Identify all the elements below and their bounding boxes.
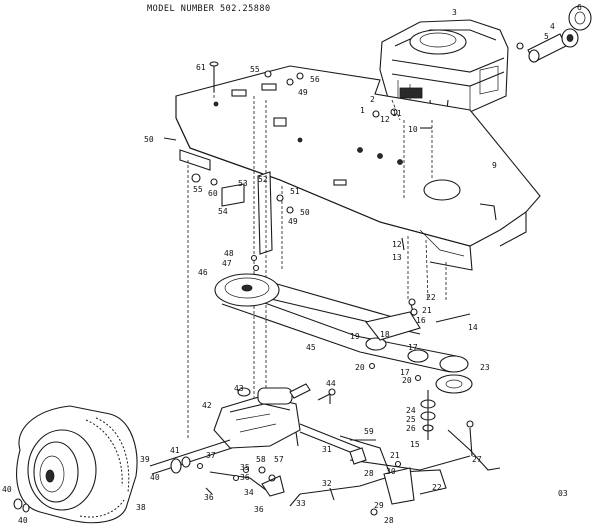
hardware	[196, 61, 471, 482]
assembly-lines	[187, 70, 447, 440]
callout-14: 15	[410, 440, 420, 449]
callout-52: 52	[258, 175, 268, 184]
callout-55-top: 55	[250, 65, 260, 74]
callout-43: 43	[234, 384, 244, 393]
callout-38: 39	[140, 455, 150, 464]
linkage-rods	[289, 420, 501, 516]
callout-46: 46	[198, 268, 208, 277]
callout-labels: 3 4 5 6 1 2 12 11 10 9 61 55 56 49 50 55…	[2, 3, 582, 525]
rear-wheel	[13, 405, 138, 524]
callout-50: 50	[300, 208, 310, 217]
callout-9: 10	[408, 125, 418, 134]
callout-58: 58	[256, 455, 266, 464]
callout-11-lower: 12	[392, 240, 402, 249]
callout-26: 27	[472, 455, 482, 464]
callout-47-upper: 47	[222, 259, 232, 268]
lower-linkage	[205, 431, 299, 497]
callout-35-low: 36	[254, 505, 264, 514]
callout-53: 53	[238, 179, 248, 188]
left-bracket	[163, 137, 273, 255]
callout-27: 28	[384, 516, 394, 525]
callout-18: 19	[350, 332, 360, 341]
callout-33: 34	[244, 488, 254, 497]
callout-60: 60	[208, 189, 218, 198]
callout-29: 30	[386, 467, 396, 476]
callout-42: 42	[202, 401, 212, 410]
callout-6: 6	[577, 3, 582, 12]
spindle-stack	[420, 390, 436, 440]
callout-44: 44	[326, 379, 336, 388]
callout-49-top: 49	[298, 88, 308, 97]
callout-35-mid: 36	[240, 473, 250, 482]
callout-5: 5	[544, 32, 549, 41]
model-number-header: MODEL NUMBER 502.25880	[147, 4, 271, 14]
callout-32: 33	[296, 499, 306, 508]
callout-19: 20	[355, 363, 365, 372]
callout-20-lower: 21	[390, 451, 400, 460]
callout-4: 4	[550, 22, 555, 31]
callout-19-lower: 20	[402, 376, 412, 385]
callout-48: 48	[224, 249, 234, 258]
callout-30: 31	[322, 445, 332, 454]
callout-21: 22	[426, 293, 436, 302]
callout-24: 25	[406, 415, 416, 424]
callout-17: 18	[380, 330, 390, 339]
callout-41: 41	[170, 446, 180, 455]
page-number: 03	[558, 489, 568, 498]
callout-59: 59	[364, 427, 374, 436]
callout-12: 13	[392, 253, 402, 262]
callout-39: 40	[18, 516, 28, 525]
engine-assembly	[379, 19, 524, 121]
callout-45: 45	[306, 343, 316, 352]
callout-51: 51	[290, 187, 300, 196]
callout-25: 26	[406, 424, 416, 433]
callout-3: 3	[452, 8, 457, 17]
callout-57: 57	[274, 455, 284, 464]
transaxle	[149, 383, 361, 475]
callout-16-lower: 17	[400, 368, 410, 377]
callout-35: 36	[204, 493, 214, 502]
callout-55: 55	[193, 185, 203, 194]
drive-belt	[214, 273, 473, 394]
callout-1: 1	[360, 106, 365, 115]
callout-20: 21	[422, 306, 432, 315]
callout-36: 37	[206, 451, 216, 460]
callout-22: 23	[480, 363, 490, 372]
callout-31: 32	[322, 479, 332, 488]
callout-21-lower: 22	[432, 483, 442, 492]
callout-40-wheel: 40	[2, 485, 12, 494]
callout-11: 12	[380, 115, 390, 124]
callout-28: 29	[374, 501, 384, 510]
callout-2: 2	[370, 95, 375, 104]
callout-13: 14	[468, 323, 478, 332]
callout-56: 56	[310, 75, 320, 84]
frame-plate	[175, 65, 541, 271]
callout-15: 16	[416, 316, 426, 325]
callout-54: 54	[218, 207, 228, 216]
callout-8: 9	[492, 161, 497, 170]
callout-37: 38	[136, 503, 146, 512]
callout-49: 49	[288, 217, 298, 226]
engine-pulley	[527, 5, 592, 63]
callout-10: 11	[392, 109, 402, 118]
callout-16: 17	[408, 343, 418, 352]
callout-34: 35	[240, 463, 250, 472]
callout-27-upper: 28	[364, 469, 374, 478]
callout-40: 40	[150, 473, 160, 482]
callout-23: 24	[406, 406, 416, 415]
callout-61: 61	[196, 63, 206, 72]
callout-50-left: 50	[144, 135, 154, 144]
